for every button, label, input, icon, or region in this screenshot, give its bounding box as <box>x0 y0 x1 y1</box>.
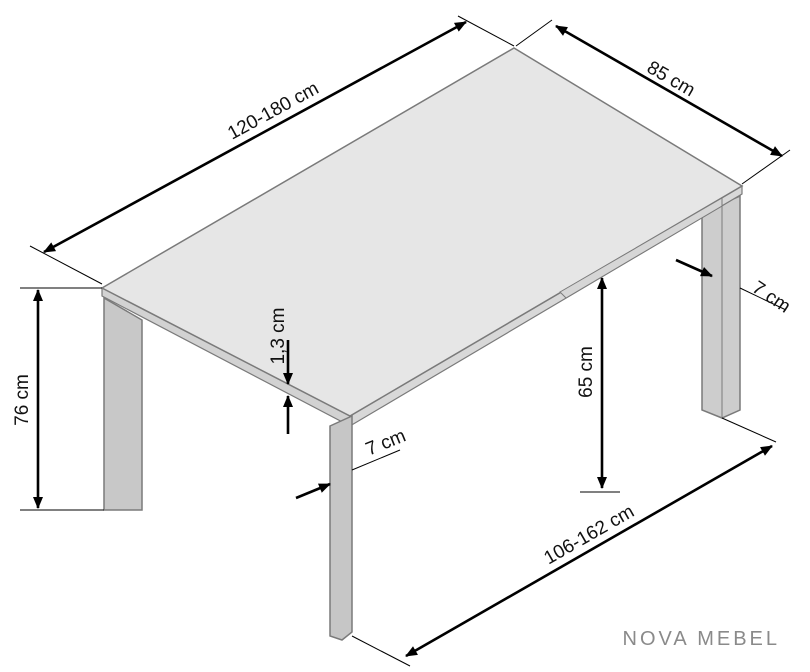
width-label: 85 cm <box>643 57 698 101</box>
total-height-label: 76 cm <box>12 374 33 426</box>
length-label: 120-180 cm <box>224 78 322 144</box>
front-center-leg <box>329 414 353 641</box>
front-leg-width-label: 7 cm <box>363 425 409 460</box>
extension-lines <box>20 15 791 667</box>
front-left-leg <box>103 296 143 511</box>
tabletop <box>100 47 744 428</box>
width-dim-line <box>555 24 783 158</box>
brand-logo: NOVA MEBEL <box>622 628 780 650</box>
back-right-leg <box>701 194 741 419</box>
dimension-lines <box>33 20 787 658</box>
leg-span-dim-line <box>405 444 773 658</box>
leg-span-label: 106-162 cm <box>541 501 639 569</box>
leg-height-label: 65 cm <box>576 346 597 398</box>
back-leg-width-label: 7 cm <box>748 277 794 317</box>
length-dim-line <box>43 20 467 254</box>
top-thickness-label: 1,3 cm <box>268 307 289 364</box>
